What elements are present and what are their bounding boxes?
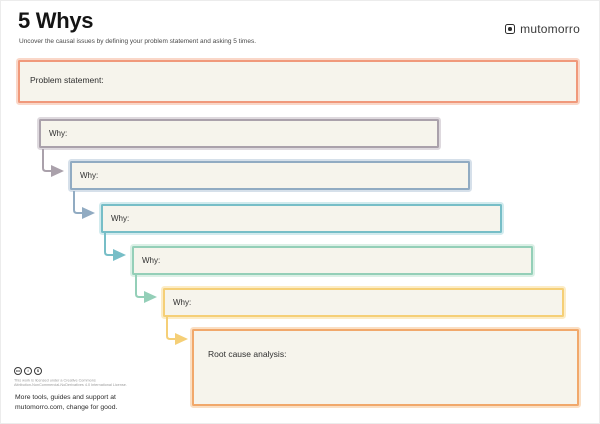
problem-statement-box[interactable]: Problem statement: — [18, 60, 578, 103]
connector-arrow-3 — [101, 233, 127, 265]
license-icons: cc i $ — [14, 367, 43, 376]
cc-icon: cc — [14, 367, 23, 376]
license-text: This work is licensed under a Creative C… — [14, 378, 127, 388]
why-box-1[interactable]: Why: — [39, 119, 439, 148]
page-title: 5 Whys — [18, 8, 94, 33]
by-icon: i — [23, 367, 33, 376]
mutomorro-logo-icon — [505, 24, 516, 34]
support-text: More tools, guides and support at mutomo… — [15, 393, 117, 413]
root-cause-box[interactable]: Root cause analysis: — [192, 329, 579, 406]
why-label-4: Why: — [142, 256, 161, 265]
license-line-2: Attribution-NonCommercial-NoDerivatives … — [14, 382, 127, 388]
license-line-1: This work is licensed under a Creative C… — [14, 378, 96, 383]
support-line-1: More tools, guides and support at — [15, 394, 116, 401]
connector-arrow-2 — [70, 191, 96, 223]
why-box-5[interactable]: Why: — [163, 288, 564, 317]
logo-dot — [508, 27, 512, 31]
why-label-1: Why: — [49, 129, 68, 138]
connector-arrow-5 — [163, 317, 189, 349]
brand-name: mutomorro — [520, 22, 580, 36]
brand-logo: mutomorro — [505, 22, 580, 36]
why-box-4[interactable]: Why: — [132, 246, 533, 275]
connector-arrow-4 — [132, 275, 158, 307]
nc-icon: $ — [33, 367, 43, 376]
support-line-2: mutomorro.com, change for good. — [15, 403, 118, 411]
connector-arrow-1 — [39, 149, 65, 181]
page-subtitle: Uncover the causal issues by defining yo… — [19, 38, 257, 45]
root-cause-label: Root cause analysis: — [208, 349, 287, 359]
why-box-3[interactable]: Why: — [101, 204, 502, 233]
why-label-3: Why: — [111, 214, 130, 223]
why-box-2[interactable]: Why: — [70, 161, 470, 190]
problem-statement-label: Problem statement: — [30, 75, 104, 85]
why-label-2: Why: — [80, 171, 99, 180]
why-label-5: Why: — [173, 298, 192, 307]
